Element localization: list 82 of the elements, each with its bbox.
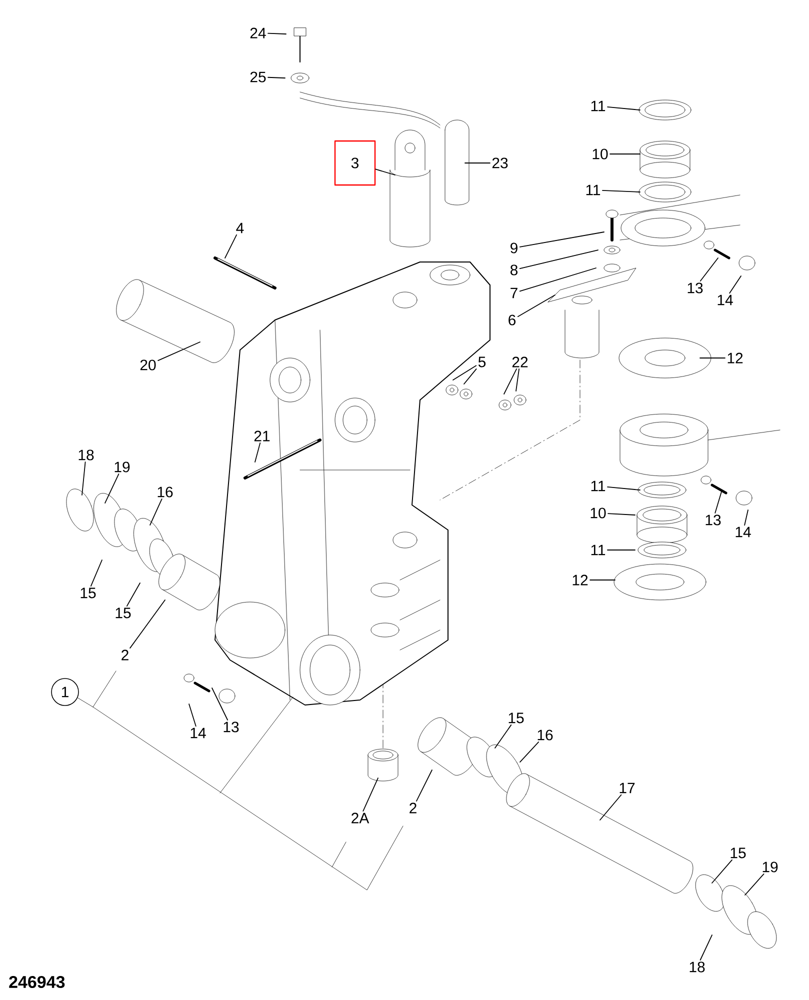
callout-number: 19	[762, 862, 778, 872]
leader-line	[520, 742, 539, 762]
callout-number: 23	[492, 158, 508, 168]
leader-line	[375, 168, 396, 176]
leader-line	[519, 232, 604, 248]
callout-number: 2A	[352, 812, 370, 824]
leader-line	[700, 258, 718, 282]
callout-number: 15	[116, 608, 131, 618]
leader-line	[607, 486, 640, 490]
leader-line	[224, 234, 238, 258]
callout-number: 5	[478, 356, 486, 368]
leader-line	[254, 442, 261, 462]
callout-number: 11	[586, 184, 600, 196]
callout-number: 2	[122, 650, 128, 660]
callout-number: 15	[80, 588, 96, 598]
leader-line	[744, 874, 764, 896]
callout-number: 11	[591, 100, 606, 112]
leader-line	[494, 724, 512, 748]
leader-line	[90, 560, 102, 587]
leader-line	[504, 368, 517, 394]
leader-line	[700, 934, 712, 960]
leader-line	[150, 498, 162, 526]
callout-number: 22	[512, 356, 528, 368]
callout-number: 20	[140, 360, 156, 370]
callout-number: 21	[254, 430, 270, 442]
callout-number: 15	[730, 848, 746, 858]
callout-number: 2	[410, 802, 416, 814]
leader-line	[607, 106, 640, 110]
leader-line	[519, 268, 596, 292]
callout-number: 16	[158, 486, 173, 498]
callout-number: 13	[688, 282, 703, 294]
callout-number: 13	[706, 514, 721, 526]
leader-line	[600, 794, 622, 820]
leader-line	[82, 462, 86, 496]
leader-line	[602, 190, 640, 192]
callout-number: 10	[592, 148, 608, 160]
callout-number: 4	[236, 222, 244, 234]
leader-line	[452, 365, 477, 380]
callout-number: 14	[718, 294, 733, 306]
leader-line	[519, 250, 598, 270]
callout-number: 24	[250, 28, 266, 38]
leader-line	[126, 582, 140, 607]
callout-number: 14	[736, 526, 751, 538]
leader-line	[416, 770, 432, 802]
leader-line	[712, 860, 732, 884]
callout-number: 18	[78, 450, 94, 460]
highlighted-callout: 3	[334, 140, 376, 186]
leader-line	[516, 368, 520, 392]
leader-line	[362, 778, 378, 812]
circled-callout: 1	[51, 678, 79, 706]
leader-line	[268, 32, 286, 34]
callout-number: 9	[510, 242, 518, 254]
leader-line	[608, 513, 636, 516]
callout-number: 6	[508, 314, 516, 326]
callout-number: 13	[224, 722, 239, 732]
figure-number: 246943	[9, 976, 65, 988]
callout-number: 17	[620, 782, 635, 794]
callout-number: 12	[572, 574, 588, 586]
callout-number: 12	[728, 352, 743, 364]
callout-number: 18	[690, 962, 705, 972]
callout-number: 11	[591, 544, 606, 556]
callout-number: 25	[250, 72, 266, 82]
leader-line	[744, 510, 748, 526]
leader-line	[188, 704, 196, 727]
leader-line	[517, 294, 556, 318]
leader-line	[464, 368, 477, 384]
callout-number: 11	[591, 480, 606, 492]
callout-number: 10	[590, 508, 606, 518]
leader-line	[464, 162, 490, 164]
leader-line	[212, 688, 228, 720]
callout-number: 8	[510, 264, 518, 276]
leader-line	[130, 600, 166, 649]
callout-number: 15	[508, 712, 524, 724]
leader-line	[104, 474, 120, 504]
callout-number: 16	[538, 730, 553, 740]
callout-number: 19	[114, 462, 130, 472]
callout-number: 14	[190, 728, 206, 738]
leader-line	[714, 490, 722, 514]
leader-line	[268, 76, 286, 78]
leader-line	[729, 276, 742, 294]
leader-line	[158, 342, 200, 361]
callout-number: 7	[510, 288, 518, 298]
